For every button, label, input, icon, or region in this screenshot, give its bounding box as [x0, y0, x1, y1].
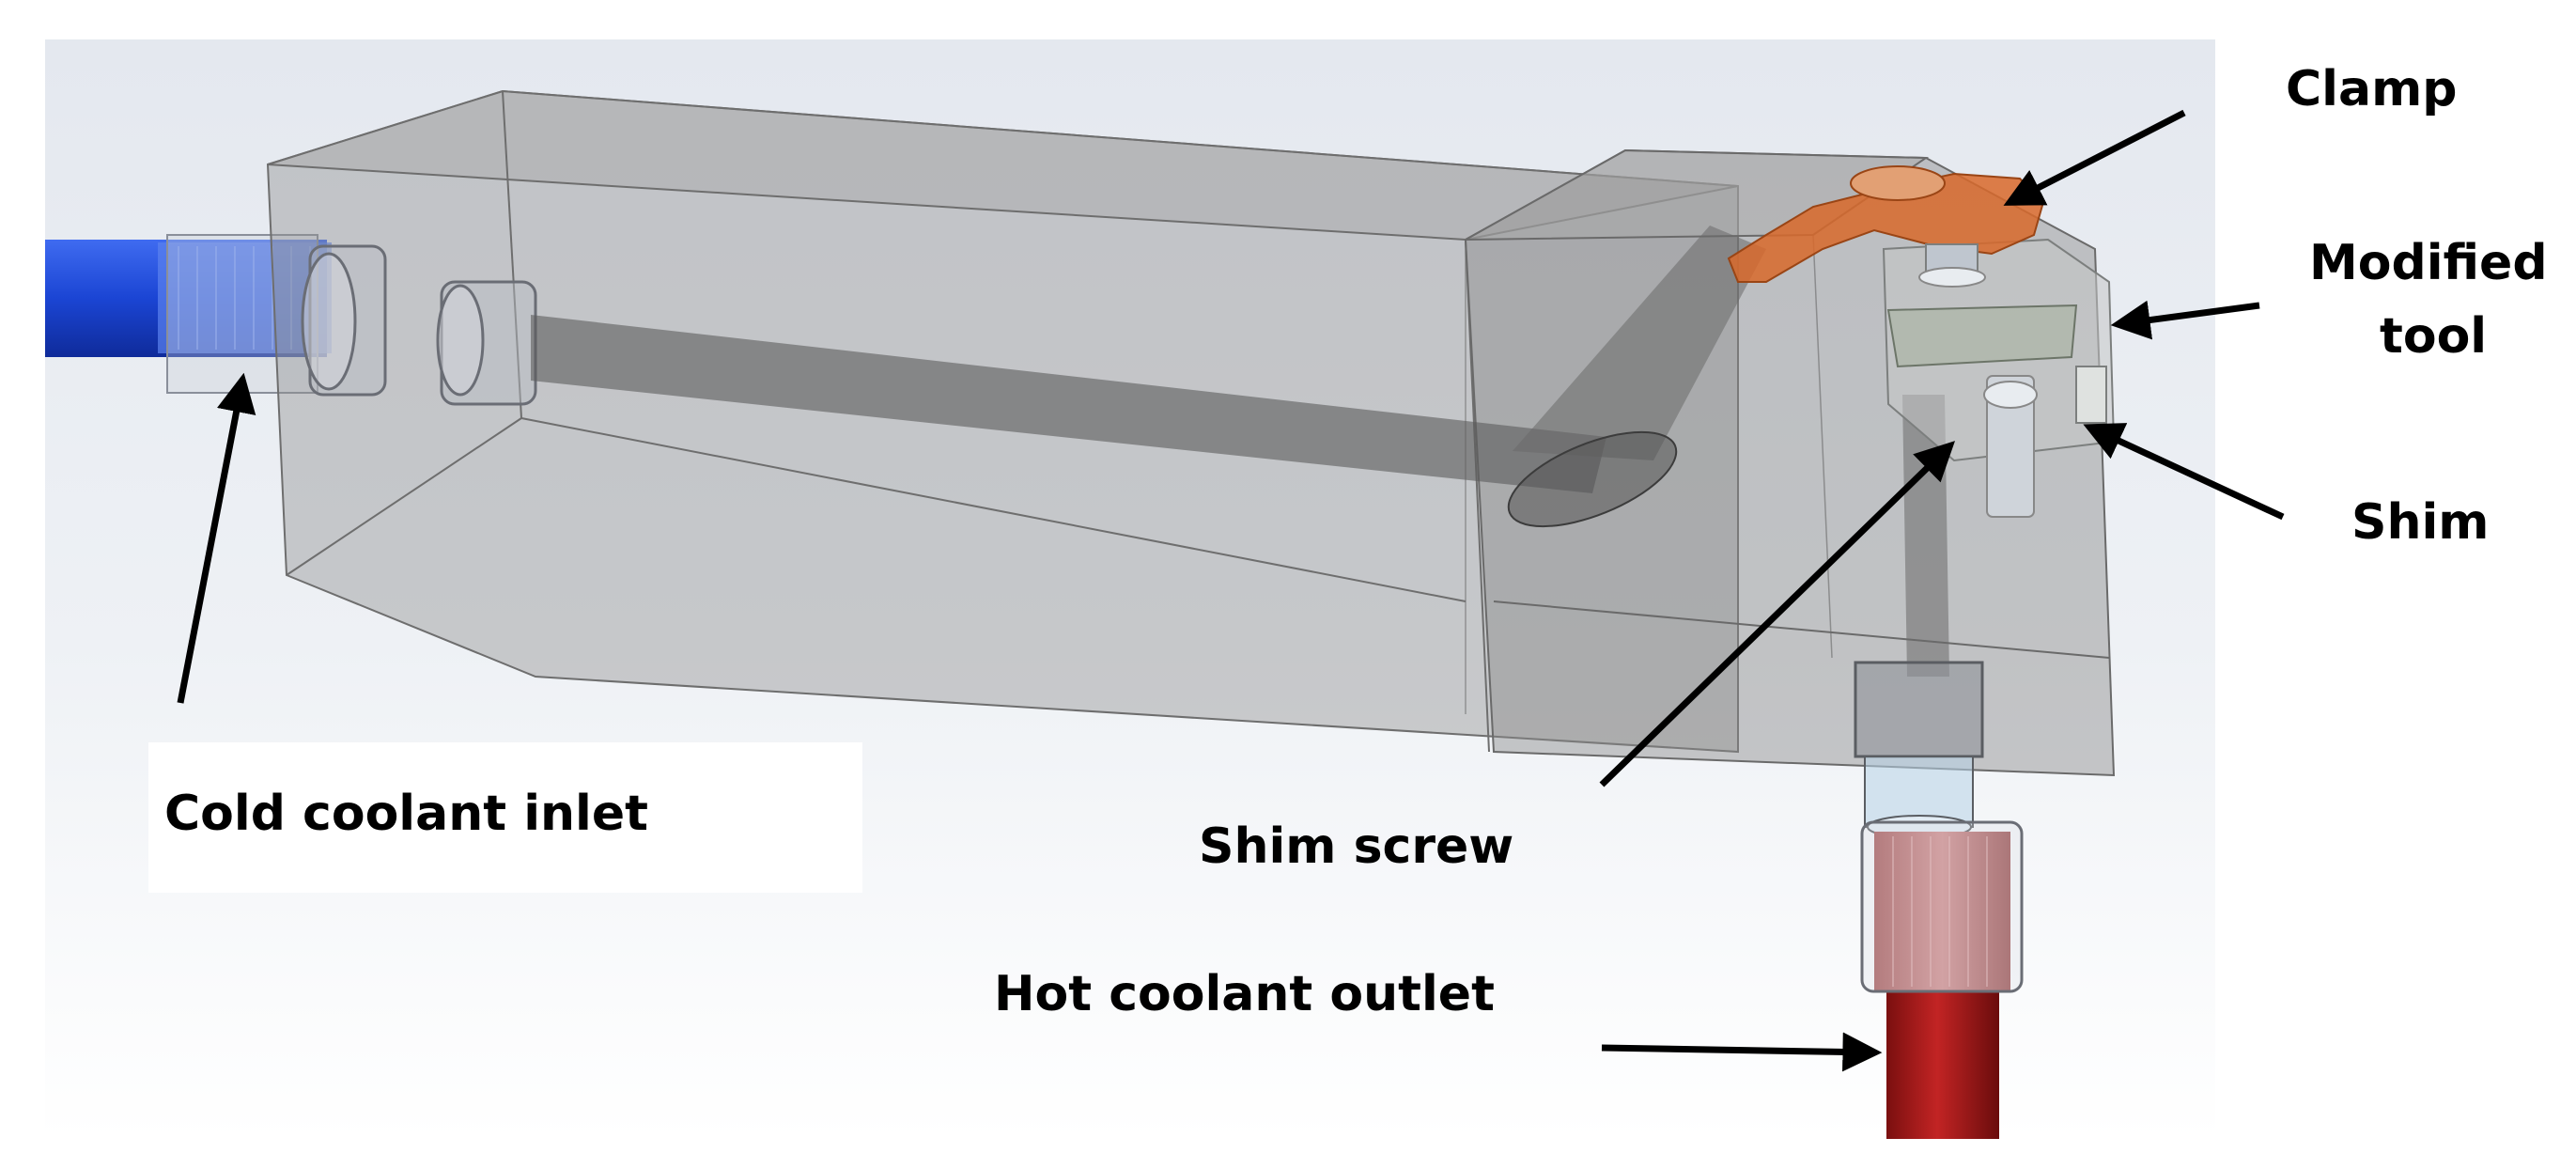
inlet-label-backdrop — [148, 742, 862, 893]
inlet-fittings — [301, 244, 537, 406]
shim-arrow — [2083, 423, 2285, 521]
clamp-arrow — [2003, 109, 2186, 206]
hot-coolant-outlet-pipe — [1854, 661, 2024, 1139]
internal-coolant-channel — [531, 226, 1949, 677]
label-modified-tool-line1: Modified — [2309, 235, 2548, 291]
label-shim-screw: Shim screw — [1199, 818, 1513, 875]
label-clamp: Clamp — [2286, 61, 2457, 117]
cold-coolant-inlet-arrow — [177, 372, 256, 704]
clamp-part — [1727, 165, 2045, 288]
shim-screw-arrow — [1599, 441, 1956, 787]
label-shim: Shim — [2351, 494, 2489, 551]
modified-tool-arrow — [2110, 300, 2260, 340]
shim-and-insert — [1882, 238, 2116, 518]
label-hot-coolant-outlet: Hot coolant outlet — [994, 966, 1495, 1022]
label-modified-tool-line2: tool — [2380, 308, 2487, 365]
callout-arrows — [177, 109, 2285, 1072]
label-cold-coolant-inlet: Cold coolant inlet — [164, 786, 648, 842]
hot-coolant-outlet-arrow — [1601, 1032, 1883, 1072]
